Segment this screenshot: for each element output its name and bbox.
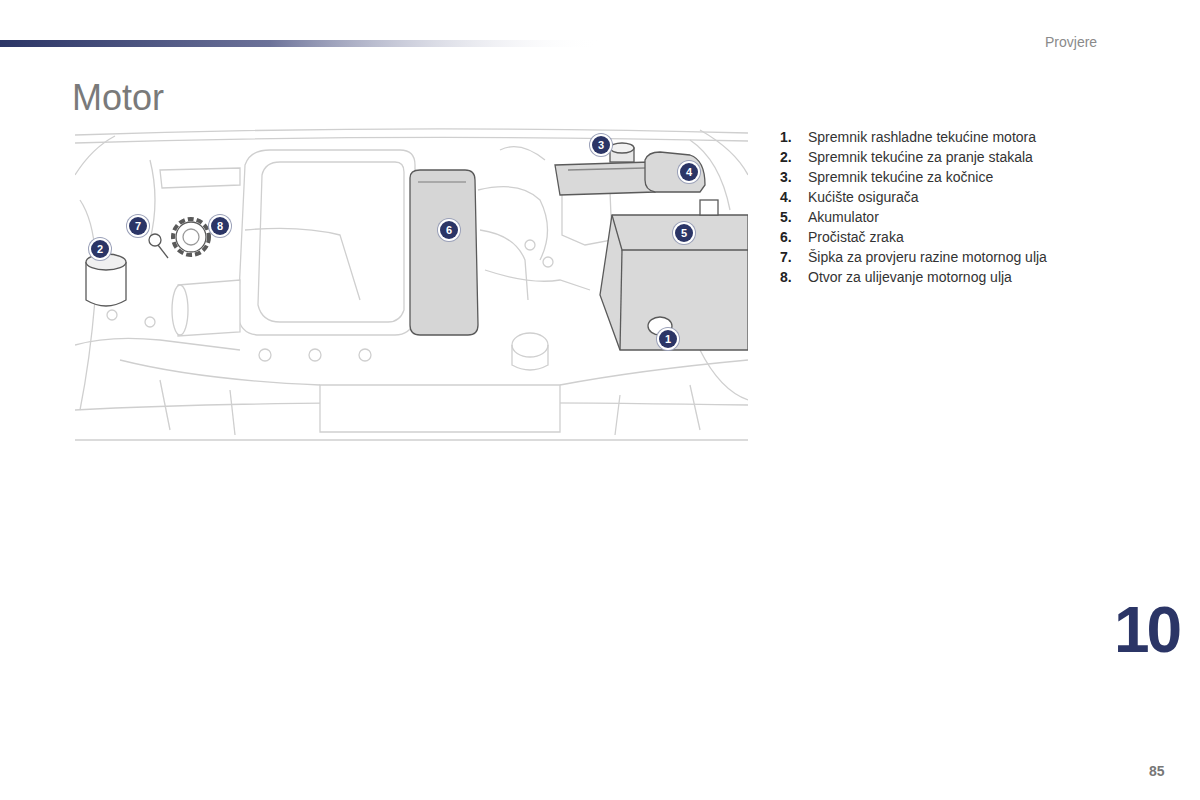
callout-number: 6 [440,221,458,239]
header-bar [0,40,600,47]
list-number: 6. [780,227,792,247]
part-name: Spremnik rashladne tekućine motora [808,127,1036,147]
callout-number: 4 [680,163,698,181]
chapter-number: 10 [1114,598,1179,662]
list-number: 3. [780,167,792,187]
part-name: Spremnik tekućine za kočnice [808,167,993,187]
page-number: 85 [1149,764,1165,778]
callout-number: 7 [129,217,147,235]
part-name: Akumulator [808,207,879,227]
engine-bay [75,129,748,440]
list-number: 1. [780,127,792,147]
list-number: 5. [780,207,792,227]
highlighted-parts [86,143,748,350]
list-number: 7. [780,247,792,267]
part-name: Šipka za provjeru razine motornog ulja [808,247,1047,267]
callout-number: 2 [91,240,109,258]
list-number: 4. [780,187,792,207]
page-title: Motor [72,80,164,116]
callout-number: 1 [659,330,677,348]
callout-number: 5 [675,224,693,242]
callout-number: 8 [211,217,229,235]
list-number: 8. [780,267,792,287]
part-name: Otvor za ulijevanje motornog ulja [808,267,1012,287]
part-name: Kućište osigurača [808,187,919,207]
list-number: 2. [780,147,792,167]
part-name: Spremnik tekućine za pranje stakala [808,147,1033,167]
part-name: Pročistač zraka [808,227,904,247]
callout-number: 3 [592,136,610,154]
section-header: Provjere [1045,35,1097,49]
